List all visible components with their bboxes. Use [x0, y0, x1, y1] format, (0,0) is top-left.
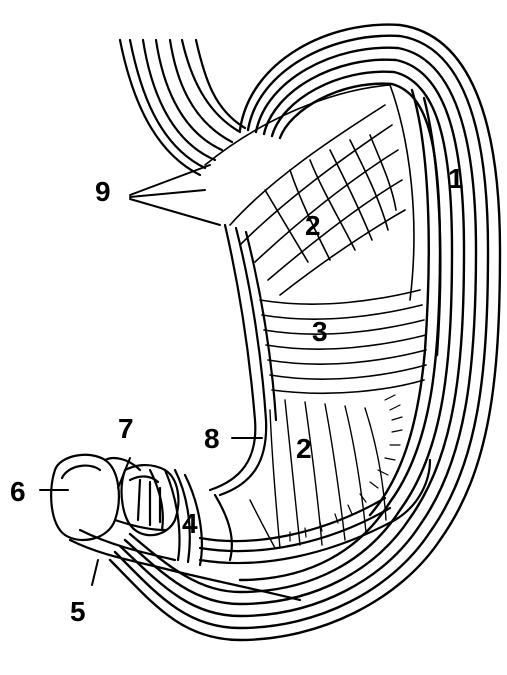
- esophagus: [118, 38, 247, 177]
- circular-muscle-band: [259, 289, 427, 395]
- label-9: 9: [95, 176, 111, 207]
- label-1: 1: [448, 163, 464, 194]
- mucosal-folds: [289, 394, 403, 542]
- stomach-outer-wall: [108, 23, 502, 642]
- label-2-upper: 2: [305, 210, 321, 241]
- label-6: 6: [10, 476, 26, 507]
- label-7: 7: [118, 413, 134, 444]
- longitudinal-muscle-lower: [249, 399, 387, 549]
- label-4: 4: [182, 508, 198, 539]
- label-5: 5: [70, 596, 86, 627]
- lesser-curvature: [208, 223, 278, 497]
- oblique-muscle-layer: [204, 84, 415, 301]
- pylorus-opening: [50, 453, 302, 602]
- label-leaders: [39, 164, 263, 586]
- label-2-lower: 2: [296, 433, 312, 464]
- label-3: 3: [312, 316, 328, 347]
- label-8: 8: [204, 423, 220, 454]
